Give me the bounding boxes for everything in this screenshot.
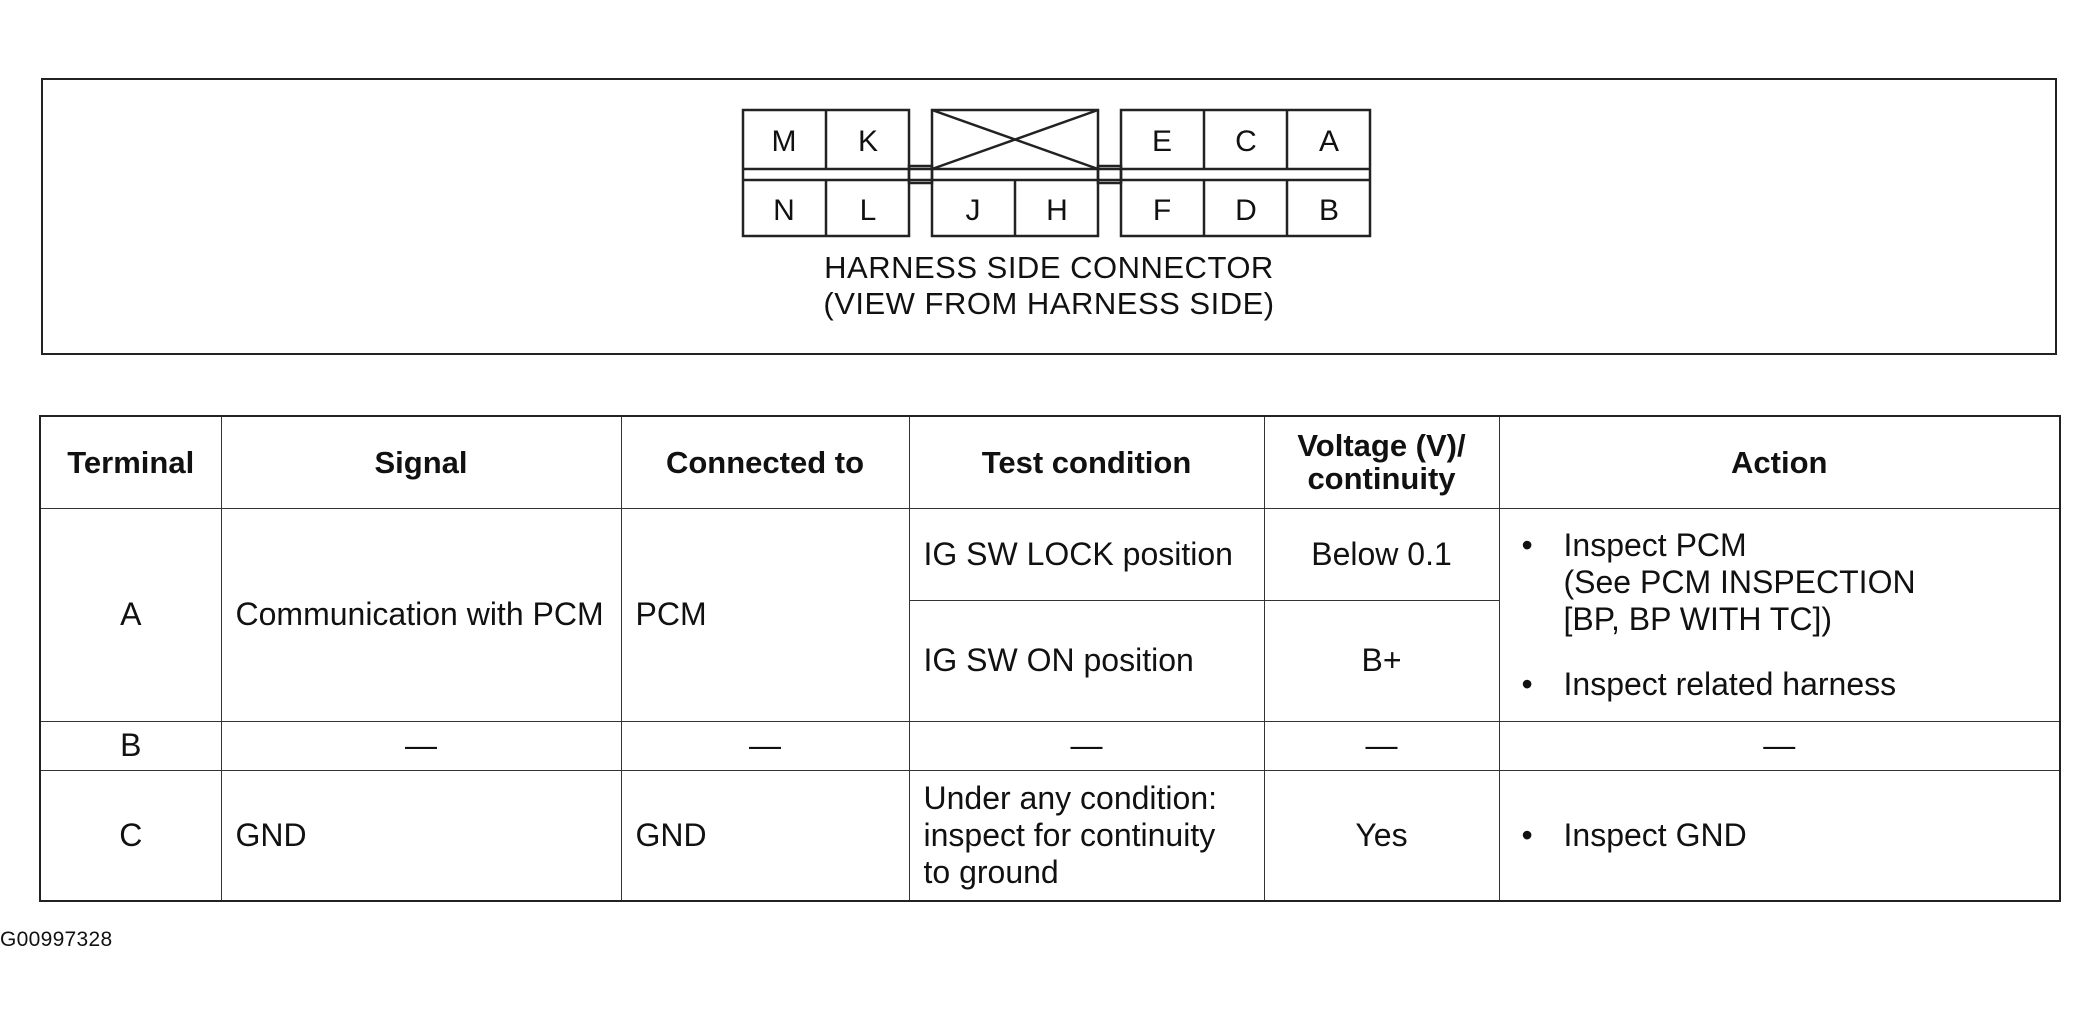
terminal-label-l: L — [860, 194, 877, 227]
header-test-condition: Test condition — [908, 415, 1265, 509]
table-header-row: Terminal Signal Connected to Test condit… — [39, 415, 2061, 509]
figure-id: G00997328 — [0, 928, 113, 951]
test-condition-line: to ground — [923, 853, 1059, 890]
cell-voltage: — — [1263, 720, 1500, 771]
table-row-terminal-b: B — — — — — — [39, 720, 2061, 771]
cell-voltage: Below 0.1 — [1263, 507, 1500, 601]
cell-test-condition: IG SW LOCK position — [908, 507, 1265, 601]
action-text: [BP, BP WITH TC]) — [1563, 600, 1833, 637]
cell-test-condition: — — [908, 720, 1265, 771]
terminal-label-c: C — [1235, 125, 1257, 158]
cell-terminal: C — [39, 769, 222, 902]
action-item: Inspect PCM (See PCM INSPECTION [BP, BP … — [1514, 527, 2046, 638]
action-text: Inspect PCM — [1563, 526, 1747, 563]
harness-connector-diagram: M K E C A N L J H F D B — [741, 108, 1372, 238]
header-terminal: Terminal — [39, 415, 222, 509]
connector-caption-title: HARNESS SIDE CONNECTOR — [824, 250, 1274, 285]
table-row-terminal-a-sub: IG SW ON position B+ — [40, 599, 2060, 722]
cell-voltage: Yes — [1263, 769, 1500, 902]
table-row-terminal-c: C GND GND Under any condition: inspect f… — [39, 769, 2061, 902]
connector-latch-left — [907, 164, 934, 185]
cell-voltage: B+ — [1263, 599, 1500, 722]
terminal-label-m: M — [772, 125, 797, 158]
cell-signal: GND — [220, 769, 622, 902]
header-signal: Signal — [220, 415, 622, 509]
terminal-label-a: A — [1319, 125, 1339, 158]
action-item: Inspect GND — [1514, 817, 2046, 854]
header-voltage-line1: Voltage (V)/ — [1297, 428, 1466, 464]
cell-signal: — — [220, 720, 622, 771]
terminal-label-k: K — [858, 125, 878, 158]
action-list: Inspect PCM (See PCM INSPECTION [BP, BP … — [1514, 527, 2046, 703]
table-row-terminal-a: A Communication with PCM PCM IG SW LOCK … — [39, 507, 2061, 722]
cell-connected-to: GND — [620, 769, 910, 902]
terminal-label-n: N — [773, 194, 795, 227]
test-condition-line: Under any condition: — [923, 779, 1218, 816]
cell-action: Inspect GND — [1498, 769, 2061, 902]
cell-signal: Communication with PCM — [220, 507, 622, 722]
terminal-label-d: D — [1235, 194, 1257, 227]
terminal-label-j: J — [966, 194, 981, 227]
header-voltage-continuity: Voltage (V)/ continuity — [1263, 415, 1500, 509]
terminal-label-f: F — [1153, 194, 1171, 227]
action-text: (See PCM INSPECTION — [1563, 563, 1916, 600]
test-condition-line: inspect for continuity — [923, 816, 1216, 853]
header-voltage-line2: continuity — [1307, 461, 1456, 497]
cell-connected-to: PCM — [620, 507, 910, 722]
header-action: Action — [1498, 415, 2061, 509]
cell-test-condition: Under any condition: inspect for continu… — [908, 769, 1265, 902]
action-item: Inspect related harness — [1514, 666, 2046, 703]
header-connected-to: Connected to — [620, 415, 910, 509]
cell-action: — — [1498, 720, 2061, 771]
terminal-label-e: E — [1152, 125, 1172, 158]
connector-latch-right — [1096, 164, 1123, 185]
terminal-label-b: B — [1319, 194, 1339, 227]
cell-terminal: A — [39, 507, 222, 722]
terminal-table: Terminal Signal Connected to Test condit… — [39, 415, 2061, 902]
cell-action: Inspect PCM (See PCM INSPECTION [BP, BP … — [1498, 507, 2061, 722]
terminal-label-h: H — [1046, 194, 1068, 227]
cell-test-condition: IG SW ON position — [908, 599, 1265, 722]
action-list: Inspect GND — [1514, 817, 2046, 854]
cell-connected-to: — — [620, 720, 910, 771]
cell-terminal: B — [39, 720, 222, 771]
connector-caption-view: (VIEW FROM HARNESS SIDE) — [823, 286, 1275, 321]
connector-diagram-panel: M K E C A N L J H F D B HARNESS SIDE CON… — [41, 78, 2057, 355]
